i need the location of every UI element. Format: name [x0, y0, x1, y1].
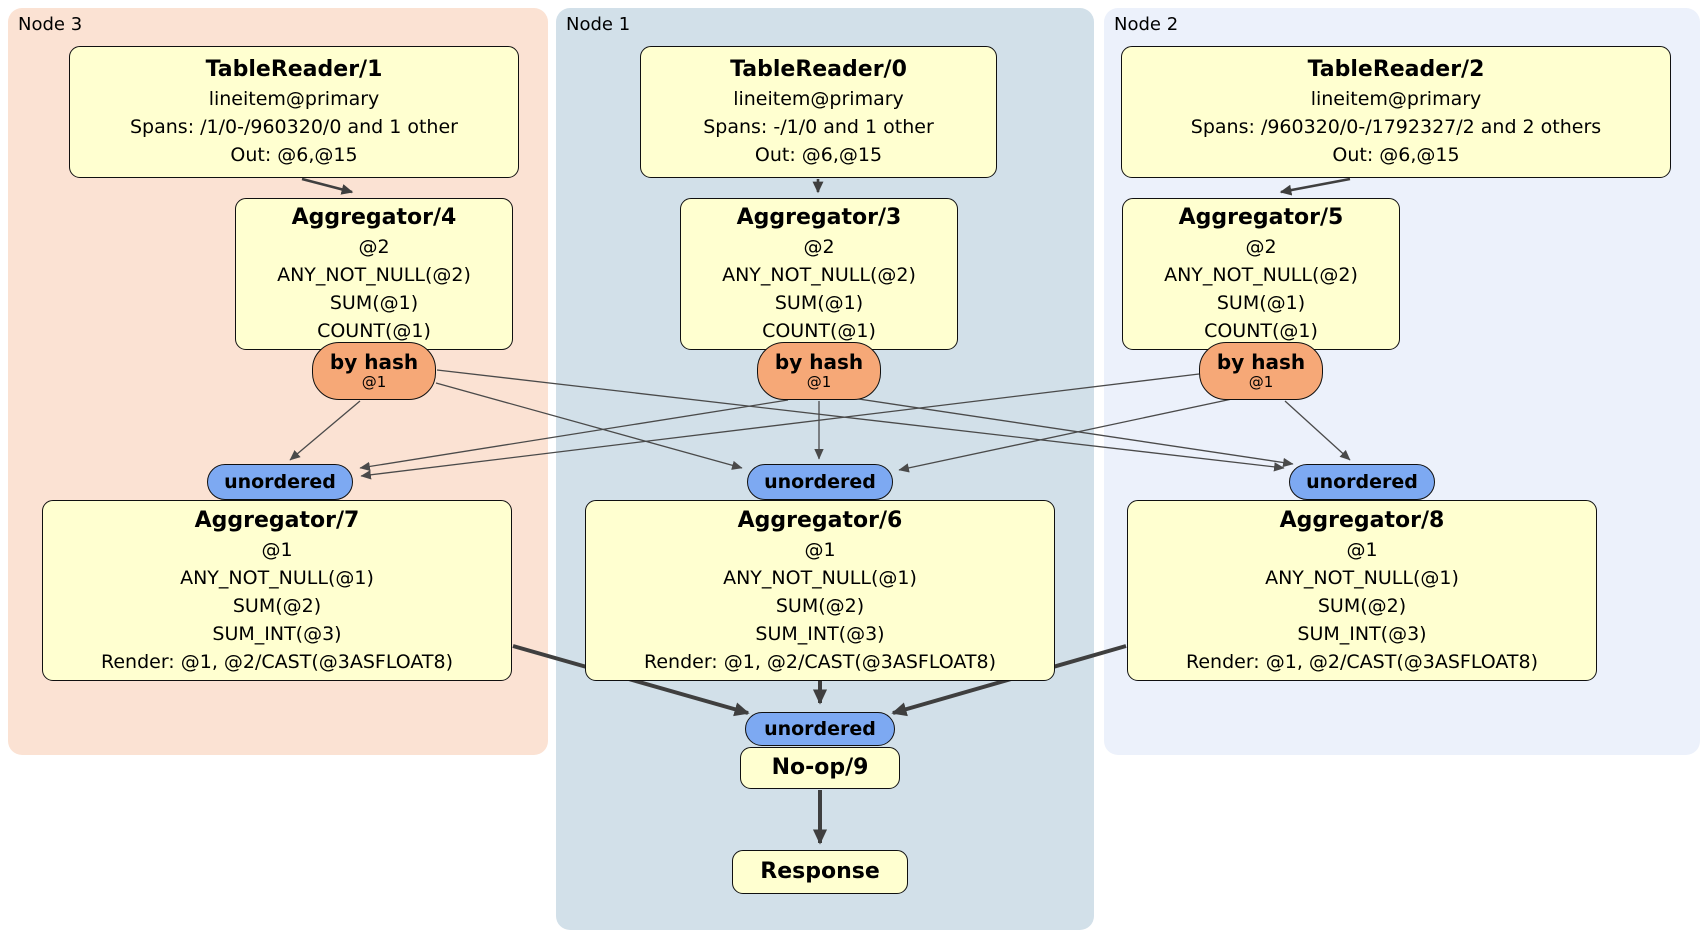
region-node2-label: Node 2 — [1114, 14, 1179, 35]
processor-detail: SUM_INT(@3) — [212, 622, 342, 645]
processor-detail: @2 — [1245, 236, 1277, 258]
processor-detail: lineitem@primary — [1310, 88, 1482, 110]
processor-detail: SUM_INT(@3) — [1297, 622, 1427, 645]
processor-detail: lineitem@primary — [208, 88, 380, 110]
processor-detail: ANY_NOT_NULL(@1) — [180, 566, 374, 589]
router-detail: @1 — [1248, 373, 1274, 391]
processor-aggregator-8: Aggregator/8 @1 ANY_NOT_NULL(@1) SUM(@2)… — [1127, 500, 1597, 681]
processor-title: Aggregator/5 — [1178, 205, 1344, 230]
edge-tablereader2-aggregator5 — [1279, 177, 1351, 196]
processor-detail: Spans: /1/0-/960320/0 and 1 other — [130, 116, 458, 138]
edge-tablereader1-aggregator4 — [301, 177, 354, 195]
router-detail: @1 — [806, 373, 832, 391]
processor-aggregator-3: Aggregator/3 @2 ANY_NOT_NULL(@2) SUM(@1)… — [680, 198, 958, 350]
processor-detail: @2 — [803, 236, 835, 258]
sync-label: unordered — [764, 718, 876, 740]
edge-byhash5-unordered8 — [1284, 400, 1351, 461]
processor-detail: ANY_NOT_NULL(@2) — [1164, 264, 1358, 286]
processor-title: Aggregator/7 — [194, 507, 360, 533]
processor-detail: Out: @6,@15 — [1332, 144, 1460, 166]
router-label: by hash — [329, 350, 419, 374]
processor-detail: Out: @6,@15 — [754, 144, 883, 166]
processor-title: No-op/9 — [771, 755, 869, 780]
processor-detail: Spans: -/1/0 and 1 other — [703, 116, 934, 138]
sync-label: unordered — [224, 471, 336, 493]
processor-detail: lineitem@primary — [733, 88, 904, 110]
edge-byhash4-unordered7 — [289, 400, 361, 461]
processor-detail: Spans: /960320/0-/1792327/2 and 2 others — [1190, 116, 1602, 138]
processor-aggregator-6: Aggregator/6 @1 ANY_NOT_NULL(@1) SUM(@2)… — [585, 500, 1055, 681]
processor-aggregator-7: Aggregator/7 @1 ANY_NOT_NULL(@1) SUM(@2)… — [42, 500, 512, 681]
processor-response: Response — [732, 850, 908, 894]
router-detail: @1 — [361, 373, 387, 391]
router-byhash-4: by hash @1 — [312, 342, 436, 400]
processor-title: Aggregator/8 — [1279, 507, 1445, 533]
processor-detail: @1 — [804, 538, 836, 561]
processor-detail: Render: @1, @2/CAST(@3ASFLOAT8) — [101, 650, 453, 673]
processor-detail: SUM(@2) — [1317, 594, 1407, 617]
edge-byhash4-unordered8 — [436, 369, 1285, 472]
processor-detail: SUM(@1) — [1216, 292, 1306, 314]
processor-detail: SUM(@1) — [329, 292, 419, 314]
sync-unordered-7: unordered — [207, 464, 353, 500]
processor-detail: Render: @1, @2/CAST(@3ASFLOAT8) — [644, 650, 996, 673]
processor-title: Response — [760, 859, 880, 884]
edge-byhash5-unordered7 — [360, 373, 1200, 480]
sync-label: unordered — [1306, 471, 1418, 493]
processor-noop-9: No-op/9 — [740, 747, 900, 789]
sync-unordered-9: unordered — [745, 712, 895, 746]
processor-tablereader-2: TableReader/2 lineitem@primary Spans: /9… — [1121, 46, 1671, 178]
processor-detail: ANY_NOT_NULL(@1) — [1265, 566, 1459, 589]
edge-byhash3-unordered7 — [359, 399, 789, 472]
processor-detail: ANY_NOT_NULL(@2) — [722, 264, 916, 286]
edge-byhash4-unordered6 — [435, 382, 743, 470]
processor-detail: SUM_INT(@3) — [755, 622, 885, 645]
processor-detail: SUM(@2) — [232, 594, 322, 617]
processor-detail: COUNT(@1) — [317, 320, 431, 342]
processor-detail: @2 — [358, 236, 390, 258]
processor-detail: COUNT(@1) — [1204, 320, 1318, 342]
processor-detail: Out: @6,@15 — [230, 144, 358, 166]
processor-title: TableReader/0 — [730, 57, 907, 82]
processor-detail: COUNT(@1) — [762, 320, 876, 342]
processor-aggregator-5: Aggregator/5 @2 ANY_NOT_NULL(@2) SUM(@1)… — [1122, 198, 1400, 350]
router-byhash-5: by hash @1 — [1199, 342, 1323, 400]
processor-detail: ANY_NOT_NULL(@2) — [277, 264, 471, 286]
processor-tablereader-1: TableReader/1 lineitem@primary Spans: /1… — [69, 46, 519, 178]
processor-detail: SUM(@2) — [775, 594, 865, 617]
edge-byhash3-unordered8 — [851, 397, 1294, 468]
processor-detail: ANY_NOT_NULL(@1) — [723, 566, 917, 589]
router-label: by hash — [774, 350, 864, 374]
processor-tablereader-0: TableReader/0 lineitem@primary Spans: -/… — [640, 46, 997, 178]
processor-title: Aggregator/3 — [736, 205, 902, 230]
sync-unordered-8: unordered — [1289, 464, 1435, 500]
sync-label: unordered — [764, 471, 876, 493]
processor-title: TableReader/2 — [1307, 57, 1485, 82]
edge-byhash5-unordered6 — [898, 398, 1233, 473]
processor-aggregator-4: Aggregator/4 @2 ANY_NOT_NULL(@2) SUM(@1)… — [235, 198, 513, 350]
processor-title: TableReader/1 — [205, 57, 383, 82]
region-node3-label: Node 3 — [18, 14, 83, 35]
processor-detail: Render: @1, @2/CAST(@3ASFLOAT8) — [1186, 650, 1538, 673]
sync-unordered-6: unordered — [747, 464, 893, 500]
router-byhash-3: by hash @1 — [757, 342, 881, 400]
processor-detail: SUM(@1) — [774, 292, 864, 314]
processor-title: Aggregator/4 — [291, 205, 457, 230]
processor-detail: @1 — [1346, 538, 1378, 561]
processor-title: Aggregator/6 — [737, 507, 903, 533]
processor-detail: @1 — [261, 538, 293, 561]
region-node1-label: Node 1 — [566, 14, 631, 35]
router-label: by hash — [1216, 350, 1306, 374]
